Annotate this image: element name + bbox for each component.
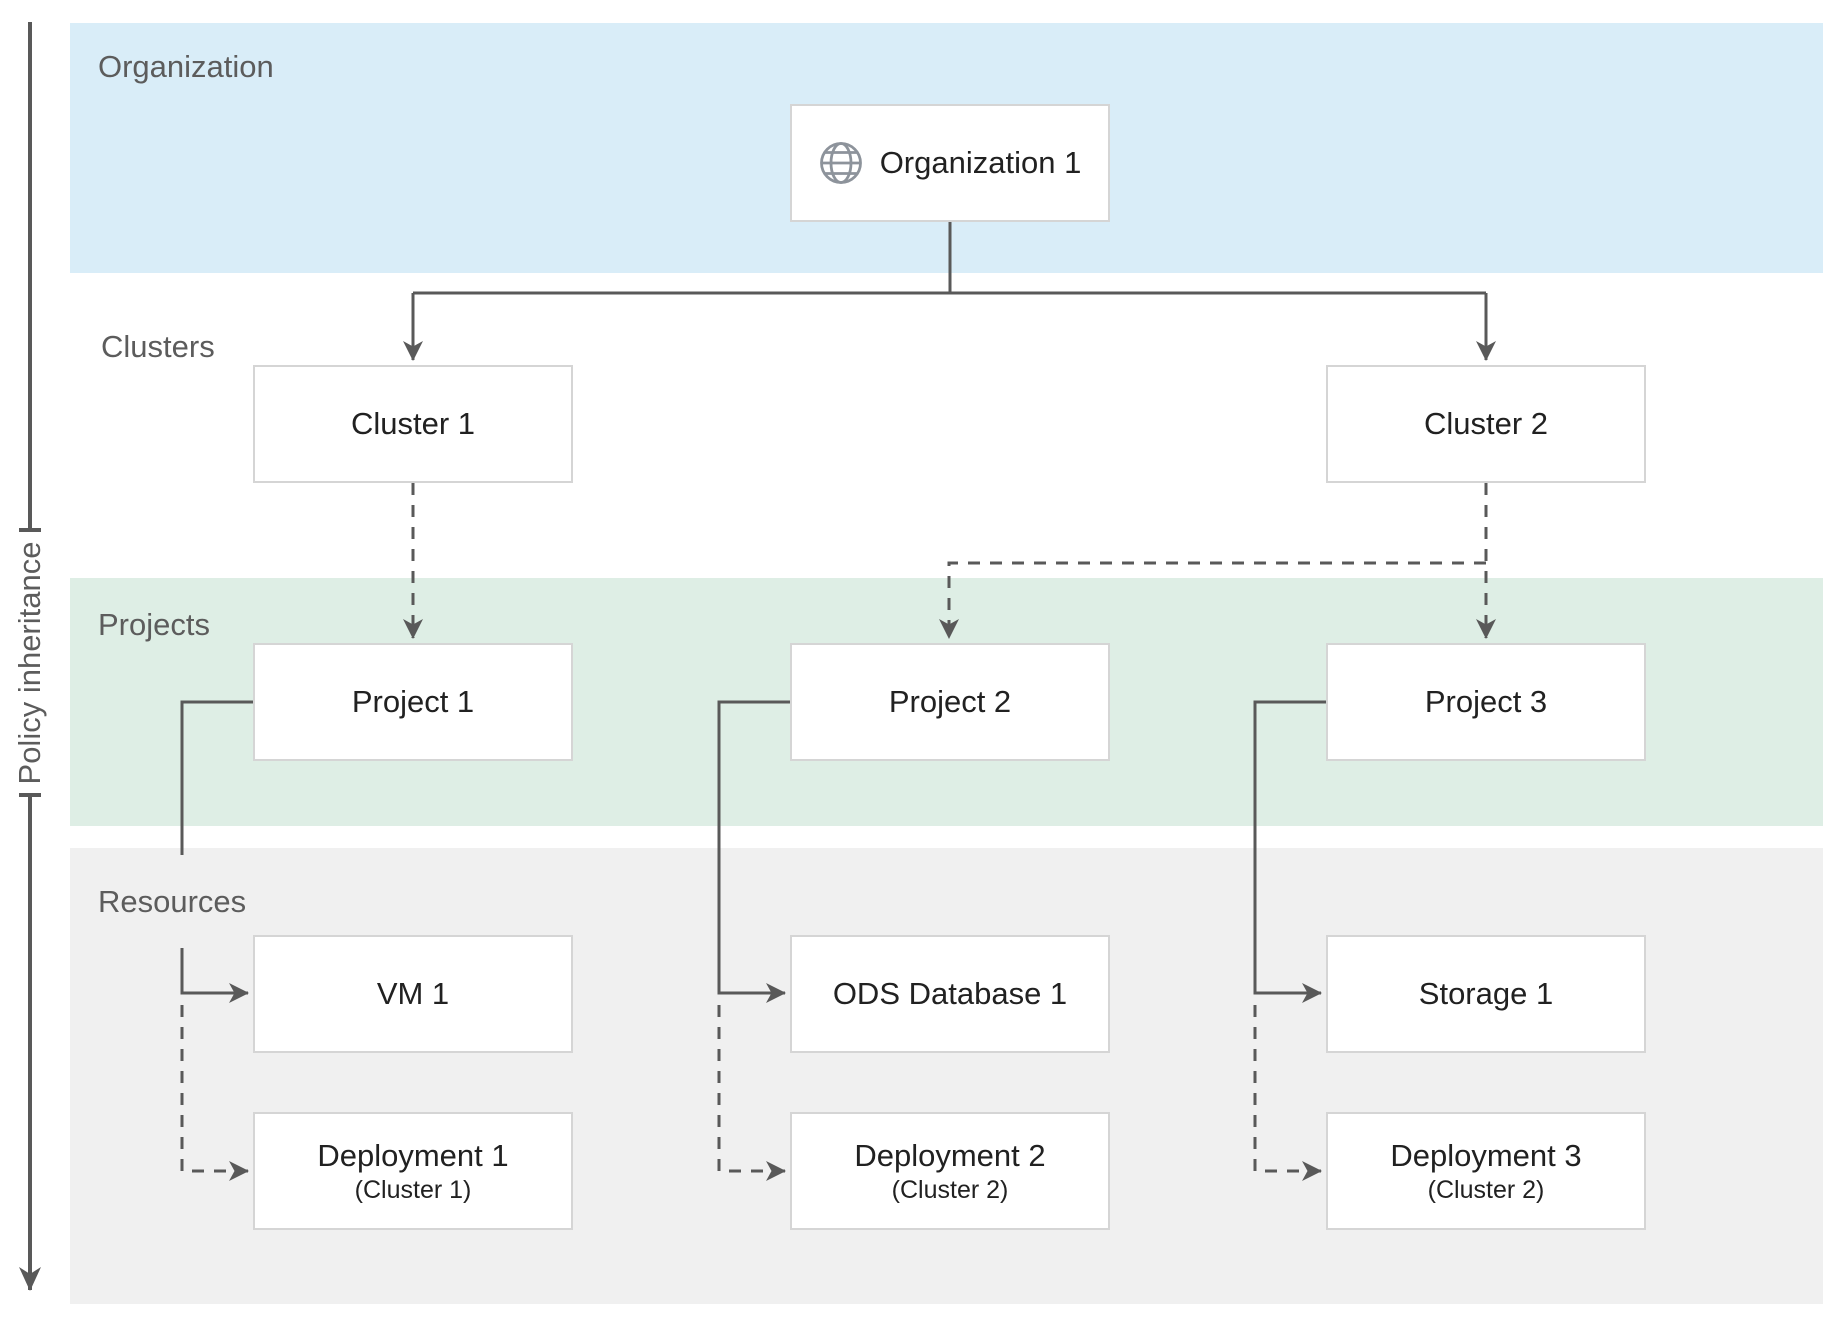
node-storage-1: Storage 1 — [1326, 935, 1646, 1053]
edge-project2-to-ods — [717, 700, 790, 1003]
node-ods-database-1: ODS Database 1 — [790, 935, 1110, 1053]
edge-project1-to-vm1 — [180, 948, 249, 1003]
node-label: Project 2 — [888, 684, 1012, 719]
edge-project3-to-deployment3 — [1253, 1005, 1322, 1181]
band-label-organization: Organization — [98, 49, 274, 84]
node-sublabel: (Cluster 1) — [354, 1175, 472, 1204]
node-cluster-1: Cluster 1 — [253, 365, 573, 483]
node-deployment-2: Deployment 2 (Cluster 2) — [790, 1112, 1110, 1230]
band-label-resources: Resources — [85, 855, 257, 948]
edge-project1-to-deployment1 — [180, 1005, 249, 1181]
node-label: Organization 1 — [879, 145, 1082, 180]
node-label: Project 3 — [1424, 684, 1548, 719]
policy-inheritance-label: Policy inheritance — [12, 541, 47, 785]
node-label: Deployment 1 — [317, 1137, 509, 1173]
node-project-3: Project 3 — [1326, 643, 1646, 761]
node-cluster-2: Cluster 2 — [1326, 365, 1646, 483]
node-label: Deployment 3 — [1390, 1137, 1582, 1173]
node-organization-1: Organization 1 — [790, 104, 1110, 222]
policy-inheritance-axis — [19, 22, 41, 1291]
node-label: Cluster 1 — [350, 406, 476, 441]
node-deployment-3: Deployment 3 (Cluster 2) — [1326, 1112, 1646, 1230]
band-label-resources-text: Resources — [98, 883, 247, 919]
node-label: VM 1 — [376, 976, 450, 1011]
band-label-clusters: Clusters — [101, 329, 215, 364]
node-label: ODS Database 1 — [832, 976, 1068, 1011]
node-sublabel: (Cluster 2) — [1427, 1175, 1545, 1204]
globe-icon — [819, 142, 862, 184]
node-label: Project 1 — [351, 684, 475, 719]
node-project-1: Project 1 — [253, 643, 573, 761]
node-sublabel: (Cluster 2) — [891, 1175, 1009, 1204]
node-label: Deployment 2 — [854, 1137, 1046, 1173]
edge-project3-to-storage — [1253, 700, 1326, 1003]
edge-project1-elbow — [180, 700, 253, 855]
node-label: Cluster 2 — [1423, 406, 1549, 441]
node-deployment-1: Deployment 1 (Cluster 1) — [253, 1112, 573, 1230]
edge-project2-to-deployment2 — [717, 1005, 786, 1181]
node-project-2: Project 2 — [790, 643, 1110, 761]
node-label: Storage 1 — [1418, 976, 1554, 1011]
edge-cluster2-to-project2 — [939, 561, 1486, 639]
node-vm-1: VM 1 — [253, 935, 573, 1053]
band-label-projects: Projects — [98, 607, 210, 642]
